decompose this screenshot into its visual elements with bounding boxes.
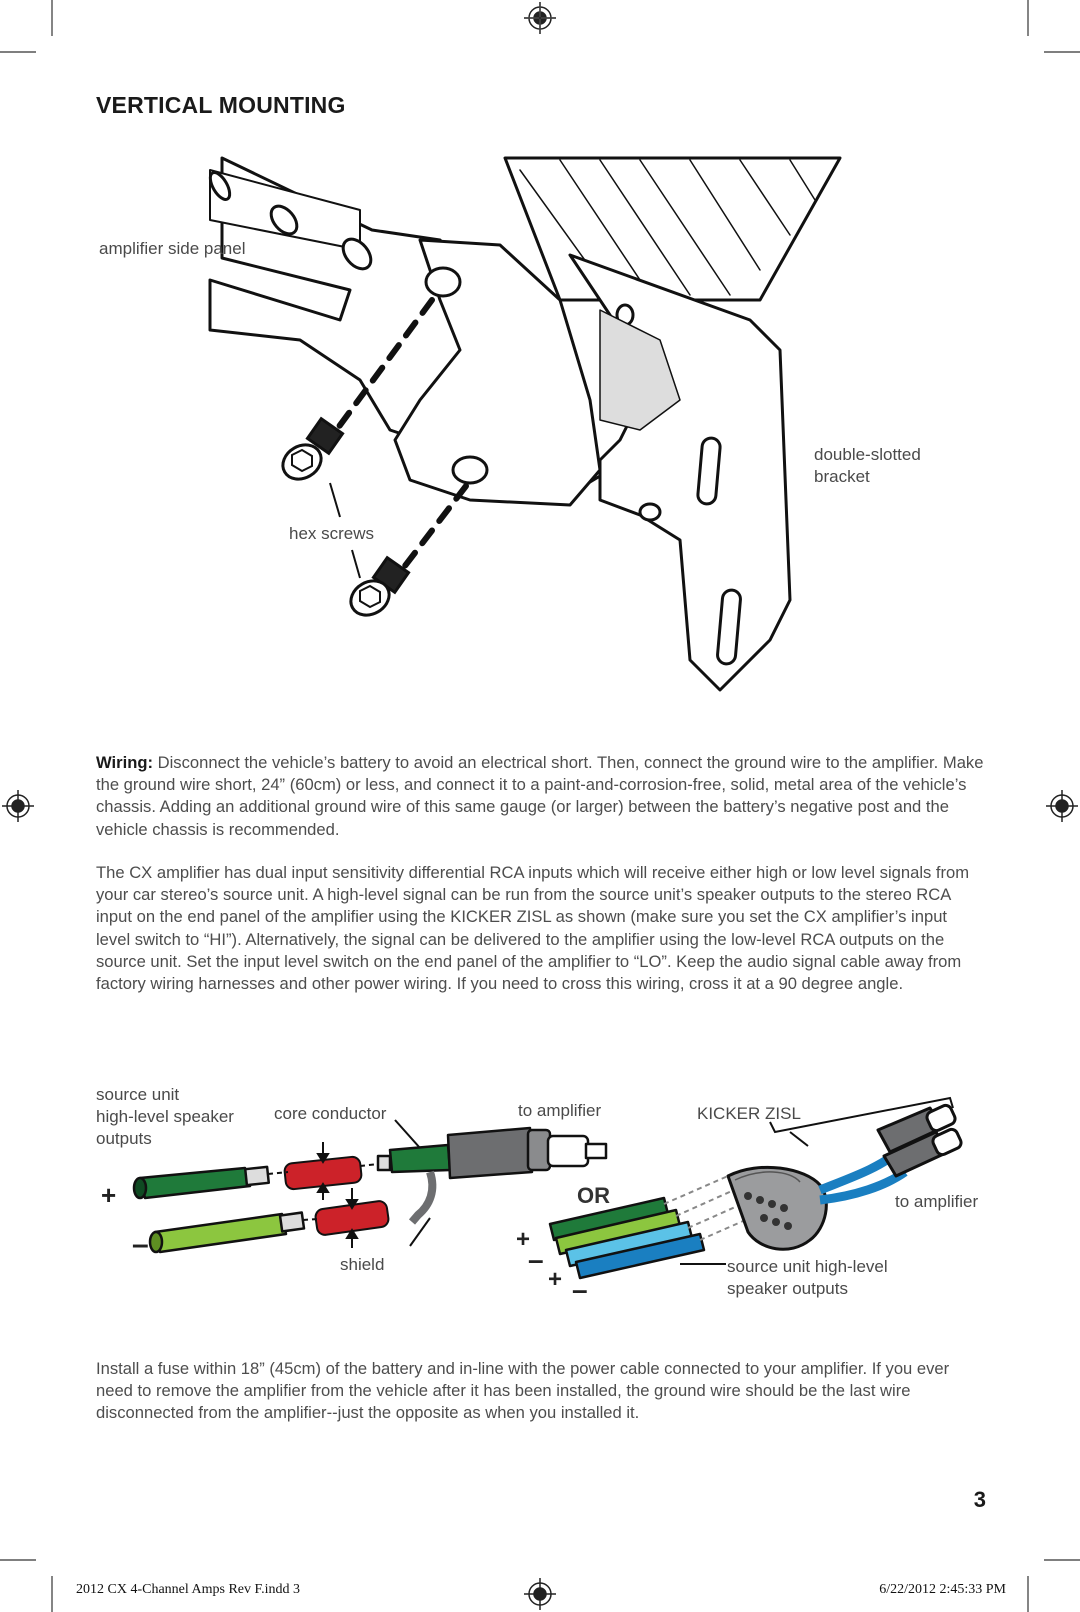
registration-mark-right — [1046, 790, 1078, 822]
label-hex-screws: hex screws — [289, 524, 375, 543]
page-title: VERTICAL MOUNTING — [96, 92, 346, 118]
label-source-right-line2: speaker outputs — [727, 1279, 848, 1298]
label-source-right-line1: source unit high-level — [727, 1257, 888, 1276]
zisl-adapter — [726, 1103, 963, 1251]
plus-sign-right-1: + — [516, 1226, 531, 1253]
minus-sign-left: – — [132, 1228, 149, 1261]
label-source-unit-line2: high-level speaker — [96, 1107, 234, 1126]
minus-sign-right-2: – — [572, 1274, 588, 1305]
hex-screw-lower — [349, 555, 411, 617]
wire-blue — [574, 1232, 706, 1280]
label-bracket-line1: double-slotted — [814, 445, 921, 464]
wiring-paragraph: Wiring: Disconnect the vehicle’s battery… — [96, 752, 984, 841]
label-to-amplifier-right: to amplifier — [895, 1192, 979, 1211]
fuse-paragraph: Install a fuse within 18” (45cm) of the … — [96, 1359, 950, 1423]
footer-timestamp: 6/22/2012 2:45:33 PM — [879, 1582, 1006, 1597]
label-amplifier-side-panel: amplifier side panel — [99, 239, 246, 258]
shield-wire — [408, 1170, 437, 1225]
page-number: 3 — [973, 1487, 986, 1512]
wiring-text: Disconnect the vehicle’s battery to avoi… — [96, 753, 984, 839]
registration-mark-bottom — [524, 1578, 556, 1610]
label-to-amplifier-left: to amplifier — [518, 1101, 602, 1120]
label-source-unit-line3: outputs — [96, 1129, 152, 1148]
label-shield: shield — [340, 1255, 385, 1274]
wire-positive-dark-green — [138, 1166, 252, 1200]
registration-mark-left — [2, 790, 34, 822]
input-sensitivity-paragraph: The CX amplifier has dual input sensitiv… — [96, 863, 970, 994]
registration-mark-top — [524, 2, 556, 34]
label-source-unit-line1: source unit — [96, 1085, 180, 1104]
wiring-lead: Wiring: — [96, 753, 153, 772]
label-core-conductor: core conductor — [274, 1104, 387, 1123]
footer-filename: 2012 CX 4-Channel Amps Rev F.indd 3 — [76, 1582, 301, 1597]
plus-sign-left: + — [101, 1180, 117, 1210]
hex-screw-upper — [281, 416, 345, 481]
label-kicker-zisl: KICKER ZISL — [697, 1104, 801, 1123]
wire-negative-light-green — [153, 1212, 288, 1254]
plus-sign-right-2: + — [548, 1266, 563, 1293]
minus-sign-right-1: – — [528, 1244, 544, 1275]
label-or: OR — [577, 1183, 610, 1208]
label-bracket-line2: bracket — [814, 467, 870, 486]
